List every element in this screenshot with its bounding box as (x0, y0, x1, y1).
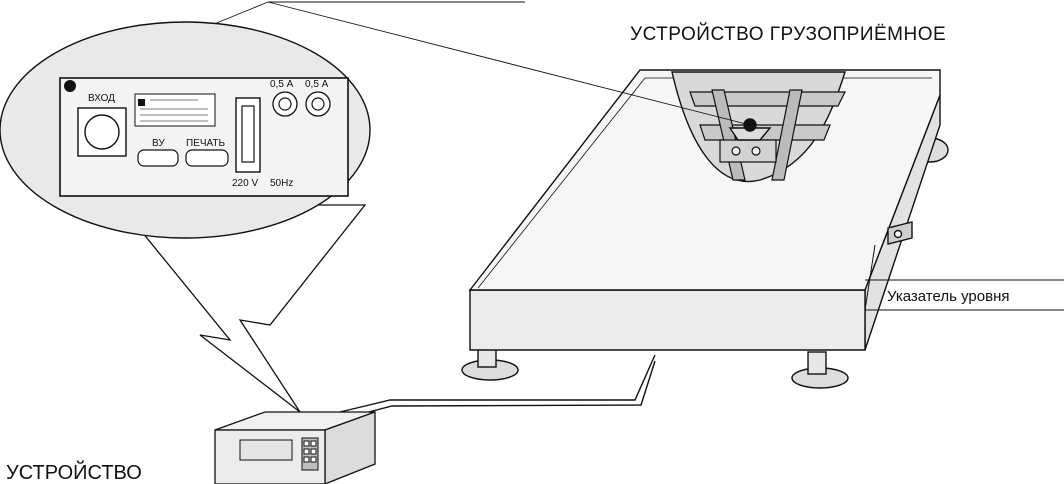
input-socket-marker (64, 80, 76, 92)
load-platform (461, 69, 949, 389)
indicator-display (239, 439, 293, 461)
level-indicator-leader (864, 244, 1064, 311)
vu-label: ВУ (152, 138, 165, 149)
platform-front-face (469, 289, 866, 351)
sensor-connector (728, 118, 772, 141)
callout-pointer (118, 204, 367, 413)
indicator-keypad (301, 437, 319, 471)
fuse-left (272, 91, 298, 117)
print-label: ПЕЧАТЬ (186, 138, 226, 149)
print-connector (185, 149, 229, 167)
panel-callout: ВХОД ВУ ПЕЧАТЬ 0,5 А 0,5 А 220 V 50Hz (0, 21, 371, 239)
frequency-label: 50Hz (270, 178, 293, 189)
platform-title: УСТРОЙСТВО ГРУЗОПРИЁМНОЕ (630, 23, 946, 45)
weighing-indicator (214, 411, 376, 484)
nameplate (134, 93, 216, 127)
fuse-right (305, 91, 331, 117)
input-leader (267, 1, 751, 126)
fuse-right-label: 0,5 А (305, 79, 329, 90)
voltage-label: 220 V (232, 178, 258, 189)
signal-cable (339, 354, 656, 413)
input-label: ВХОД (88, 93, 115, 104)
input-socket-icon (84, 114, 120, 150)
vu-connector (137, 149, 179, 167)
fuse-left-label: 0,5 А (270, 79, 294, 90)
level-indicator-bracket (887, 221, 913, 245)
device-title: УСТРОЙСТВО (6, 460, 142, 484)
level-indicator-label: Указатель уровня (887, 288, 1009, 305)
